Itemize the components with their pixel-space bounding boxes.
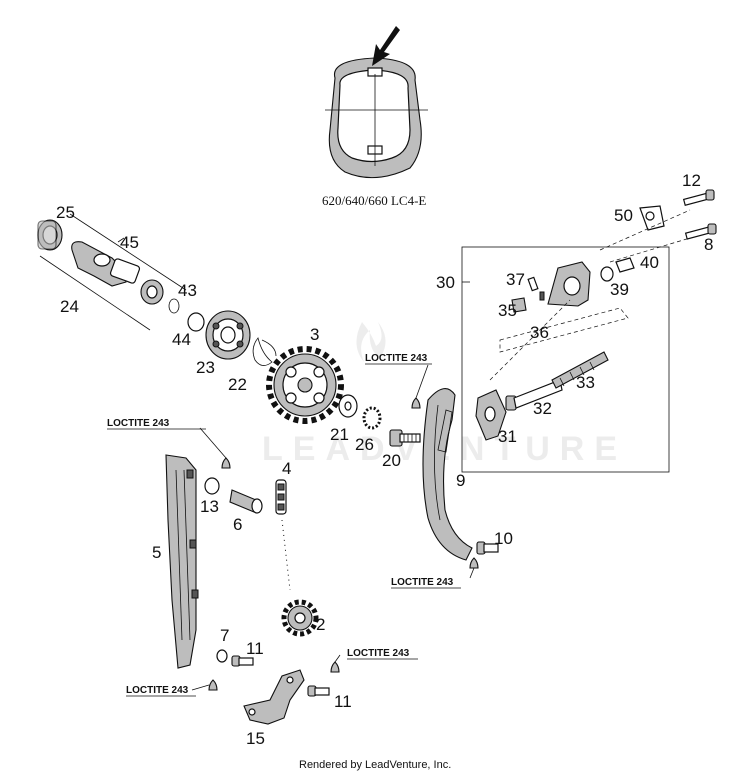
callout-30: 30 [436, 273, 455, 292]
part-11-bolt-a [231, 655, 254, 667]
callout-7: 7 [220, 626, 229, 645]
callout-37: 37 [506, 270, 525, 289]
part-5-guide-rail [165, 454, 199, 669]
loctite-drop-11a [208, 679, 218, 691]
part-44-ring [187, 312, 205, 332]
callout-35: 35 [498, 301, 517, 320]
callout-21: 21 [330, 425, 349, 444]
callouts: 25 45 24 43 44 23 22 3 21 26 20 4 13 6 5… [56, 171, 713, 748]
callout-8: 8 [704, 235, 713, 254]
callout-11a: 11 [246, 639, 264, 658]
part-20-bolt [389, 429, 421, 447]
loctite-drop-10 [469, 557, 479, 569]
loctite-drop-11b [330, 661, 340, 673]
callout-36: 36 [530, 323, 549, 342]
part-12-bolt [682, 189, 715, 206]
callout-15: 15 [246, 729, 265, 748]
credit-line: Rendered by LeadVenture, Inc. [299, 759, 451, 771]
callout-20: 20 [382, 451, 401, 470]
part-50-bracket [639, 205, 665, 231]
variant-caption: 620/640/660 LC4-E [322, 193, 426, 208]
callout-22: 22 [228, 375, 247, 394]
callout-10: 10 [494, 529, 513, 548]
tensioner-group-frame [461, 246, 670, 473]
loctite-label-10: LOCTITE 243 [391, 577, 454, 588]
arrow-icon [372, 26, 400, 66]
part-22-circlip [252, 337, 277, 366]
callout-26: 26 [355, 435, 374, 454]
callout-31: 31 [498, 427, 517, 446]
callout-43: 43 [178, 281, 197, 300]
part-26-washer [362, 406, 382, 430]
callout-11b: 11 [334, 692, 352, 711]
loctite-label-6: LOCTITE 243 [107, 418, 170, 429]
part-4-chain [275, 479, 291, 591]
loctite-label-11a: LOCTITE 243 [126, 685, 189, 696]
part-10-bolt [476, 541, 499, 555]
callout-6: 6 [233, 515, 242, 534]
callout-5: 5 [152, 543, 161, 562]
part-21-washer [338, 394, 358, 418]
loctite-drop-6 [221, 457, 231, 469]
callout-23: 23 [196, 358, 215, 377]
part-9-rail [422, 388, 473, 561]
part-2-sprocket [281, 599, 319, 637]
callout-2: 2 [316, 615, 325, 634]
leader-lines [191, 281, 475, 691]
part-23-bearing [205, 310, 251, 360]
part-3-sprocket [266, 346, 344, 424]
callout-40: 40 [640, 253, 659, 272]
part-8-bolt [684, 223, 717, 240]
callout-33: 33 [576, 373, 595, 392]
part-6-bolt [229, 489, 263, 514]
tensioner-parts [475, 257, 635, 441]
loctite-label-11b: LOCTITE 243 [347, 648, 410, 659]
part-13-washer [204, 477, 220, 495]
callout-39: 39 [610, 280, 629, 299]
part-11-bolt-b [307, 685, 330, 697]
callout-3: 3 [310, 325, 319, 344]
callout-12: 12 [682, 171, 701, 190]
loctite-label-20: LOCTITE 243 [365, 353, 428, 364]
callout-13: 13 [200, 497, 219, 516]
part-15-guide [243, 669, 305, 725]
callout-4: 4 [282, 459, 291, 478]
loctite-drop-20 [411, 397, 421, 409]
callout-45: 45 [120, 233, 139, 252]
callout-25: 25 [56, 203, 75, 222]
callout-44: 44 [172, 330, 191, 349]
part-7-washer [216, 649, 228, 663]
part-24-camshaft [39, 213, 187, 331]
callout-32: 32 [533, 399, 552, 418]
callout-50: 50 [614, 206, 633, 225]
callout-9: 9 [456, 471, 465, 490]
part-25-bearing [37, 219, 63, 251]
inset-detail: 620/640/660 LC4-E [322, 26, 428, 208]
callout-24: 24 [60, 297, 79, 316]
